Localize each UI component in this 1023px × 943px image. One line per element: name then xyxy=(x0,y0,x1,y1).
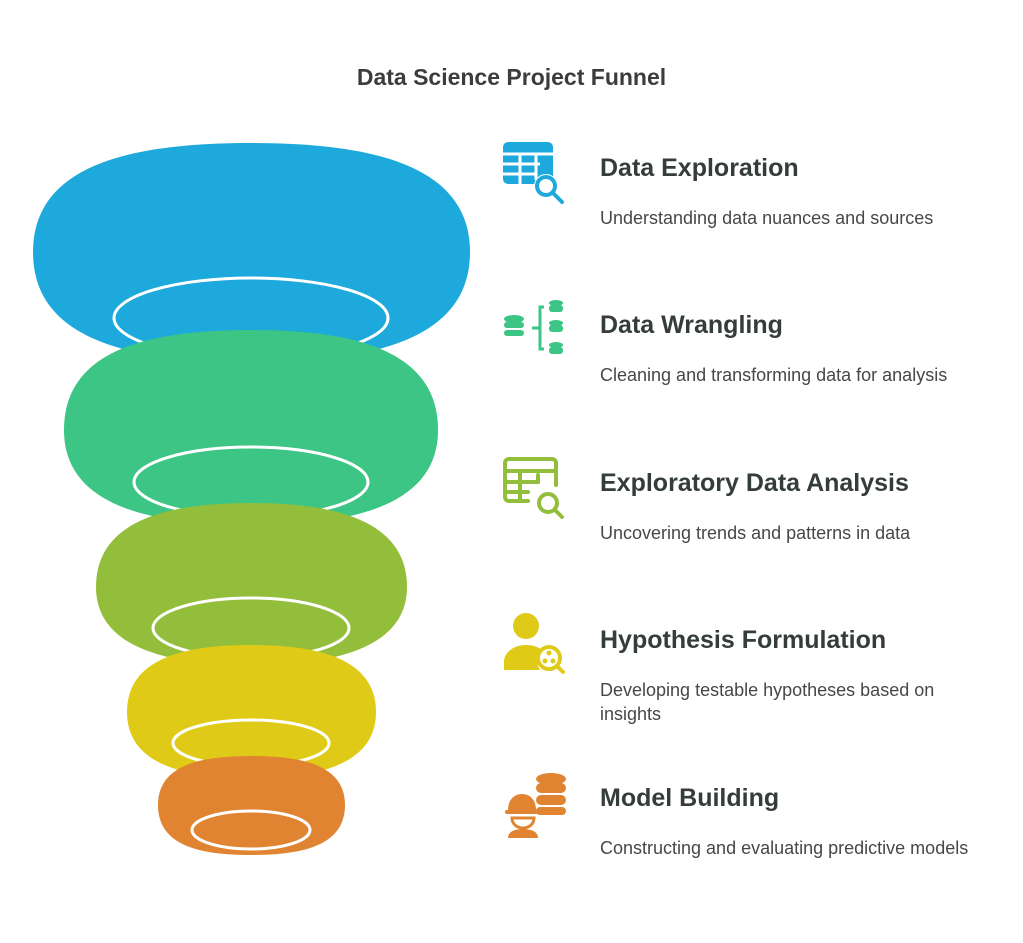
diagram-title: Data Science Project Funnel xyxy=(356,64,667,90)
stage-description: Understanding data nuances and sources xyxy=(600,208,934,228)
funnel xyxy=(33,143,470,855)
user-search-icon xyxy=(504,613,565,674)
stage-title: Data Wrangling xyxy=(600,311,783,339)
stage-model-building: Model Building Constructing and evaluati… xyxy=(500,770,1000,880)
stage-data-exploration: Data Exploration Understanding data nuan… xyxy=(500,140,1000,240)
stage-description: Cleaning and transforming data for analy… xyxy=(600,365,948,385)
stage-data-wrangling: Data Wrangling Cleaning and transforming… xyxy=(500,297,1000,397)
funnel-layer-exploratory-data-analysis xyxy=(96,503,407,665)
engineer-database-icon xyxy=(505,773,566,838)
funnel-layer-model-building xyxy=(158,756,345,855)
stage-description: Uncovering trends and patterns in data xyxy=(600,523,911,543)
stage-description: Developing testable hypotheses based on … xyxy=(600,680,935,724)
stage-exploratory-data-analysis: Exploratory Data Analysis Uncovering tre… xyxy=(500,455,1000,555)
database-merge-icon xyxy=(504,300,563,354)
funnel-layer-data-exploration xyxy=(33,143,470,362)
funnel-layer-data-wrangling xyxy=(64,330,438,525)
table-search-icon xyxy=(503,142,564,204)
stage-title: Model Building xyxy=(600,784,780,812)
stage-title: Data Exploration xyxy=(600,154,799,182)
stage-description: Constructing and evaluating predictive m… xyxy=(600,838,969,858)
stage-title: Exploratory Data Analysis xyxy=(600,469,909,497)
stage-hypothesis-formulation: Hypothesis Formulation Developing testab… xyxy=(500,612,1000,724)
stage-title: Hypothesis Formulation xyxy=(600,626,887,654)
table-search-outline-icon xyxy=(503,457,564,519)
